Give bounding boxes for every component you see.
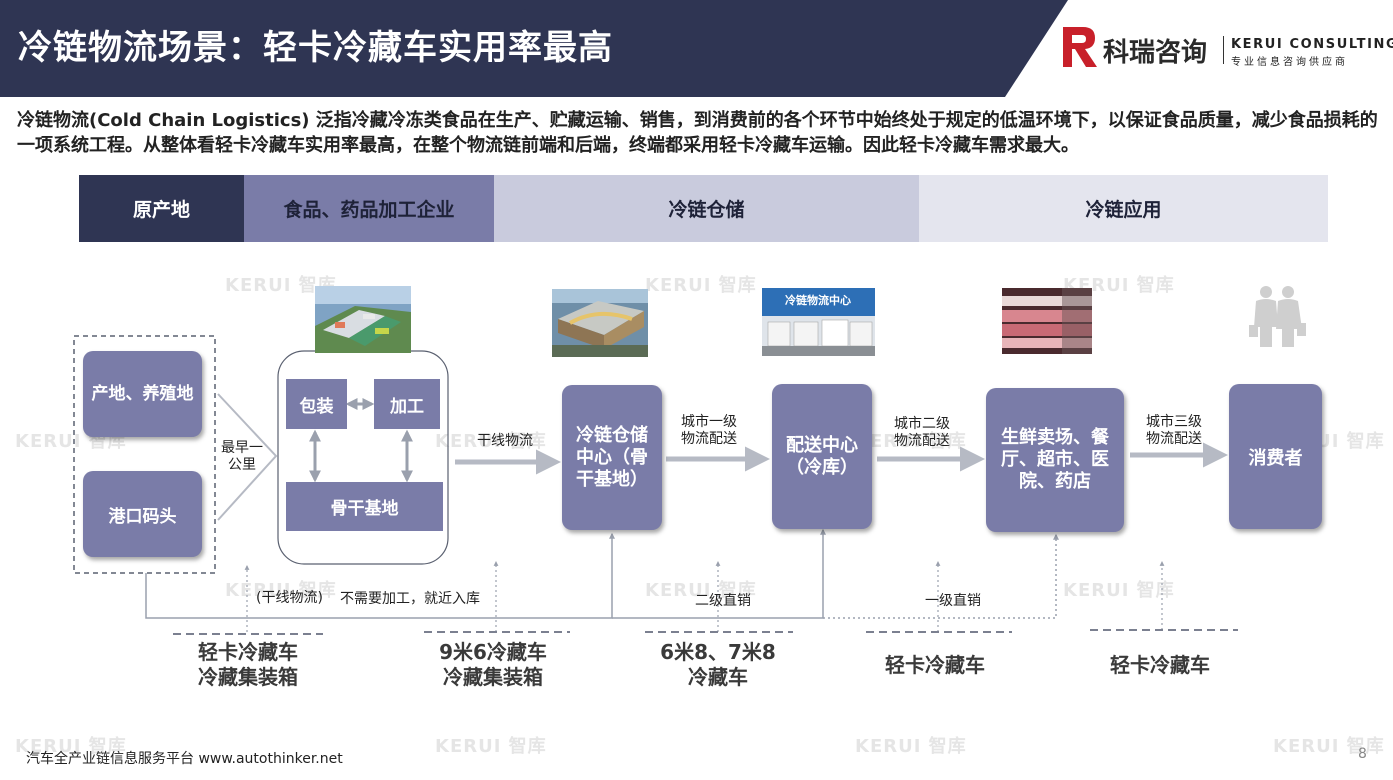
cold-storage-warehouse-photo <box>552 289 648 357</box>
watermark: KERUI 智库 <box>855 736 967 757</box>
vehicle-line: 轻卡冷藏车 <box>1110 653 1210 677</box>
node-packaging: 包装 <box>286 379 347 429</box>
node-backbone-base: 骨干基地 <box>286 482 443 531</box>
people-icon <box>1249 286 1306 347</box>
watermark: KERUI 智库 <box>1273 736 1385 757</box>
watermark: KERUI 智库 <box>15 736 127 757</box>
node-origin-port: 港口码头 <box>83 471 202 557</box>
watermark: KERUI 智库 <box>435 431 547 452</box>
vehicle-line: 6米8、7米8 <box>660 640 776 664</box>
stage-processing: 食品、药品加工企业 <box>244 175 494 242</box>
watermark: KERUI 智库 <box>225 580 337 601</box>
vehicle-line: 冷藏集装箱 <box>443 665 543 689</box>
label-first-mile: 最早一公里 <box>221 440 263 473</box>
label-city-level1: 城市一级物流配送 <box>681 414 737 447</box>
vehicle-line: 冷藏集装箱 <box>198 665 298 689</box>
watermark: KERUI 智库 <box>645 275 757 296</box>
vehicle-group-origin: 轻卡冷藏车 冷藏集装箱 <box>168 640 328 690</box>
logo-chinese-name: 科瑞咨询 <box>1103 38 1208 68</box>
footer-source: 汽车全产业链信息服务平台 www.autothinker.net <box>26 751 343 767</box>
node-origin-farm: 产地、养殖地 <box>83 351 202 437</box>
watermark: KERUI 智库 <box>225 275 337 296</box>
label-bypass-trunk: (干线物流) <box>256 590 323 606</box>
label-city-level3: 城市三级物流配送 <box>1146 414 1202 447</box>
watermark: KERUI 智库 <box>435 736 547 757</box>
watermark: KERUI 智库 <box>855 431 967 452</box>
kerui-logo-icon <box>1063 27 1097 67</box>
vehicle-group-city3: 轻卡冷藏车 <box>1080 653 1240 678</box>
label-bypass-note: 不需要加工，就近入库 <box>340 591 480 607</box>
logo-english-name: KERUI CONSULTING <box>1231 37 1393 52</box>
page-title: 冷链物流场景：轻卡冷藏车实用率最高 <box>18 28 613 68</box>
label-direct-sale-level1: 一级直销 <box>925 593 981 609</box>
watermark: KERUI 智库 <box>1063 580 1175 601</box>
header-bar <box>0 0 1393 97</box>
label-trunk-logistics: 干线物流 <box>477 433 533 449</box>
supermarket-fresh-photo <box>1002 288 1092 354</box>
logo-tagline: 专业信息咨询供应商 <box>1231 57 1348 68</box>
vehicle-line: 冷藏车 <box>688 665 748 689</box>
vehicle-group-trunk: 9米6冷藏车 冷藏集装箱 <box>413 640 573 690</box>
node-retail-endpoints: 生鲜卖场、餐厅、超市、医院、药店 <box>986 388 1124 532</box>
distribution-sign-text: 冷链物流中心 <box>785 293 851 307</box>
node-processing: 加工 <box>374 379 440 429</box>
watermark: KERUI 智库 <box>645 580 757 601</box>
vehicle-line: 轻卡冷藏车 <box>885 653 985 677</box>
node-consumer: 消费者 <box>1229 384 1322 529</box>
stage-cold-chain-application: 冷链应用 <box>919 175 1328 242</box>
vehicle-group-city2: 轻卡冷藏车 <box>855 653 1015 678</box>
node-cold-storage-center: 冷链仓储中心（骨干基地） <box>562 385 662 530</box>
page-number: 8 <box>1358 746 1367 762</box>
label-city-level2: 城市二级物流配送 <box>894 416 950 449</box>
logo-divider <box>1223 36 1224 64</box>
label-direct-sale-level2: 二级直销 <box>695 593 751 609</box>
intro-paragraph: 冷链物流(Cold Chain Logistics) 泛指冷藏冷冻类食品在生产、… <box>17 110 1378 156</box>
stage-cold-storage: 冷链仓储 <box>494 175 919 242</box>
vehicle-group-city1: 6米8、7米8 冷藏车 <box>638 640 798 690</box>
node-distribution-center: 配送中心（冷库） <box>772 384 872 529</box>
stage-origin: 原产地 <box>79 175 244 242</box>
vehicle-line: 9米6冷藏车 <box>439 640 547 664</box>
processing-plant-photo <box>315 286 411 353</box>
vehicle-line: 轻卡冷藏车 <box>198 640 298 664</box>
distribution-center-photo: 冷链物流中心 <box>762 288 875 356</box>
